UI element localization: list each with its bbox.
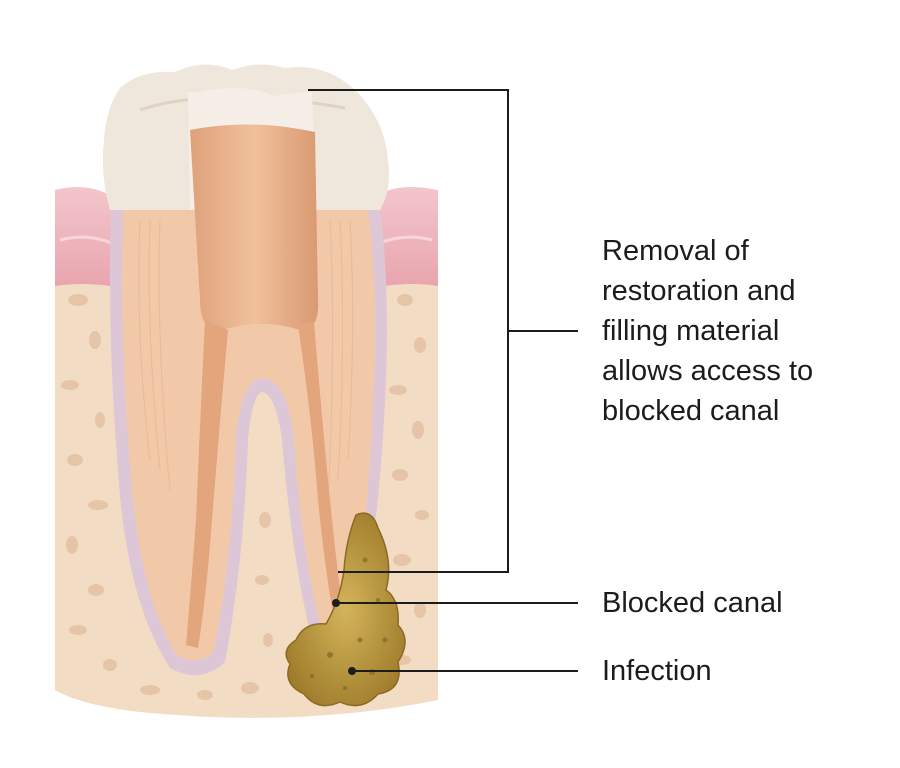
leader-lines bbox=[308, 89, 578, 672]
removal-label: Removal of restoration and filling mater… bbox=[602, 231, 813, 431]
removal-label-line: allows access to bbox=[602, 355, 814, 387]
removal-label-line: Removal of bbox=[602, 235, 749, 267]
blocked-canal-label-text: Blocked canal bbox=[602, 587, 783, 619]
right-canal bbox=[298, 322, 342, 608]
infection-label-text: Infection bbox=[602, 655, 712, 687]
blocked-canal-pointer-dot bbox=[332, 599, 340, 607]
left-canal bbox=[186, 320, 228, 648]
removal-label-line: restoration and bbox=[602, 275, 796, 307]
removal-label-line: filling material bbox=[602, 315, 780, 347]
tooth bbox=[102, 64, 389, 676]
blocked-canal-label: Blocked canal bbox=[602, 583, 783, 623]
infection-pointer-dot bbox=[348, 667, 356, 675]
pulp-chamber bbox=[190, 124, 319, 331]
infection-label: Infection bbox=[602, 651, 712, 691]
removal-label-line: blocked canal bbox=[602, 395, 780, 427]
infection-mass bbox=[285, 512, 406, 707]
